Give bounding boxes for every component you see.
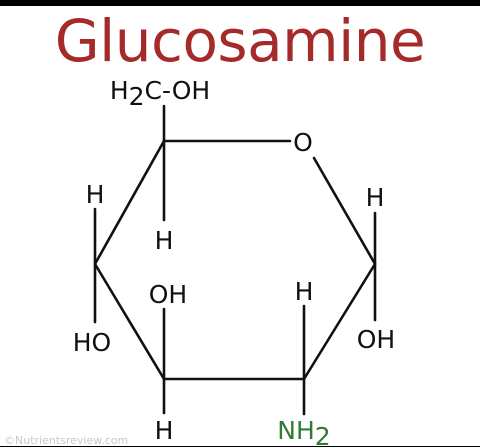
c3-oh-label: OH (149, 280, 187, 309)
c5-h-label: H (155, 226, 174, 255)
molecule-structure: O H2C-OH H H HO OH H H NH2 H OH (73, 76, 395, 446)
diagram-canvas: Glucosamine O H2C-OH H H HO OH H H NH2 H… (0, 6, 480, 447)
c6-group-label: H2C-OH (110, 76, 210, 111)
c2-h-label: H (295, 277, 314, 306)
bond-c1-c2 (302, 262, 377, 381)
c6-group-rest: C-OH (145, 76, 211, 105)
bond-c3-c4 (93, 262, 166, 381)
diagram-title: Glucosamine (54, 7, 426, 75)
c2-amine-label: NH2 (277, 416, 330, 446)
c1-oh-label: OH (357, 325, 395, 354)
c2-amine-main: NH (277, 416, 315, 445)
c6-group-main: H (110, 76, 129, 105)
c6-group-subscript: 2 (129, 82, 145, 111)
watermark: ©Nutrientsreview.com (4, 434, 129, 447)
ring-oxygen-label: O (293, 128, 313, 157)
bond-o-c1 (312, 156, 377, 266)
c3-h-label: H (155, 416, 174, 445)
c4-oh-label: HO (73, 328, 111, 357)
c4-h-label: H (86, 180, 105, 209)
c1-h-label: H (366, 183, 385, 212)
bond-c4-c5 (93, 139, 166, 266)
c2-amine-subscript: 2 (315, 422, 331, 446)
